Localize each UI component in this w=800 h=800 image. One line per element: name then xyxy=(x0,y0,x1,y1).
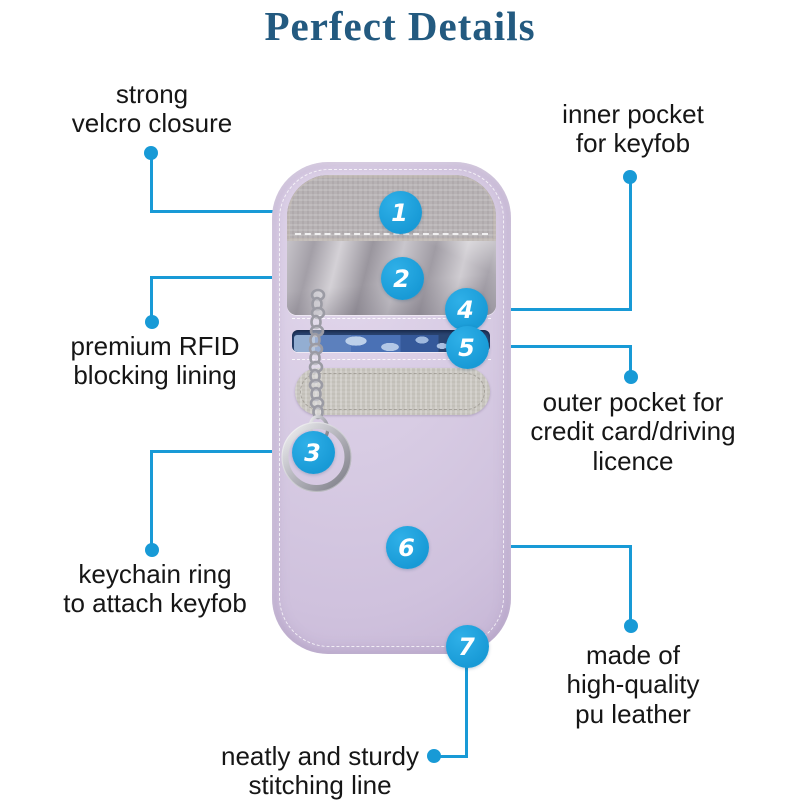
front-panel-stitch xyxy=(292,318,491,319)
callout-line-3 xyxy=(150,450,153,552)
callout-dot-5 xyxy=(624,370,638,384)
callout-dot-3 xyxy=(145,543,159,557)
callout-line-4 xyxy=(466,308,632,311)
callout-line-7 xyxy=(465,645,468,758)
callout-line-4 xyxy=(629,177,632,311)
callout-badge-7: 7 xyxy=(446,625,489,668)
callout-line-5 xyxy=(467,345,632,348)
label-stitching-line: neatly and sturdy stitching line xyxy=(220,741,420,800)
chain xyxy=(308,288,326,420)
credit-card xyxy=(294,335,484,352)
key-ring-highlight xyxy=(281,421,352,493)
callout-dot-6 xyxy=(624,619,638,633)
keychain-and-ring xyxy=(281,288,352,493)
label-inner-pocket: inner pocket for keyfob xyxy=(562,99,704,159)
page-title: Perfect Details xyxy=(264,3,536,49)
velcro-closure-strip xyxy=(295,368,490,415)
callout-line-5 xyxy=(629,345,632,378)
label-velcro-closure: strong velcro closure xyxy=(71,79,233,139)
callout-dot-7 xyxy=(427,749,441,763)
callout-line-1 xyxy=(150,152,153,212)
pocket-stitch xyxy=(292,359,491,360)
label-pu-leather: made of high-quality pu leather xyxy=(566,640,700,729)
callout-line-2 xyxy=(150,276,153,324)
callout-line-6 xyxy=(407,545,632,548)
label-keychain-ring: keychain ring to attach keyfob xyxy=(63,559,247,619)
callout-dot-2 xyxy=(145,315,159,329)
callout-badge-2: 2 xyxy=(381,257,424,300)
product-pouch xyxy=(272,162,511,654)
callout-line-3 xyxy=(150,450,313,453)
callout-badge-6: 6 xyxy=(386,526,429,569)
callout-badge-5: 5 xyxy=(446,326,489,369)
outer-card-pocket xyxy=(292,330,490,352)
callout-badge-4: 4 xyxy=(445,288,488,331)
label-rfid-lining: premium RFID blocking lining xyxy=(70,331,240,391)
key-ring xyxy=(281,422,352,492)
label-outer-pocket: outer pocket for credit card/driving lic… xyxy=(530,387,736,476)
callout-badge-1: 1 xyxy=(379,191,422,234)
callout-line-7 xyxy=(434,755,468,758)
callout-badge-3: 3 xyxy=(292,431,335,474)
callout-line-6 xyxy=(629,545,632,627)
